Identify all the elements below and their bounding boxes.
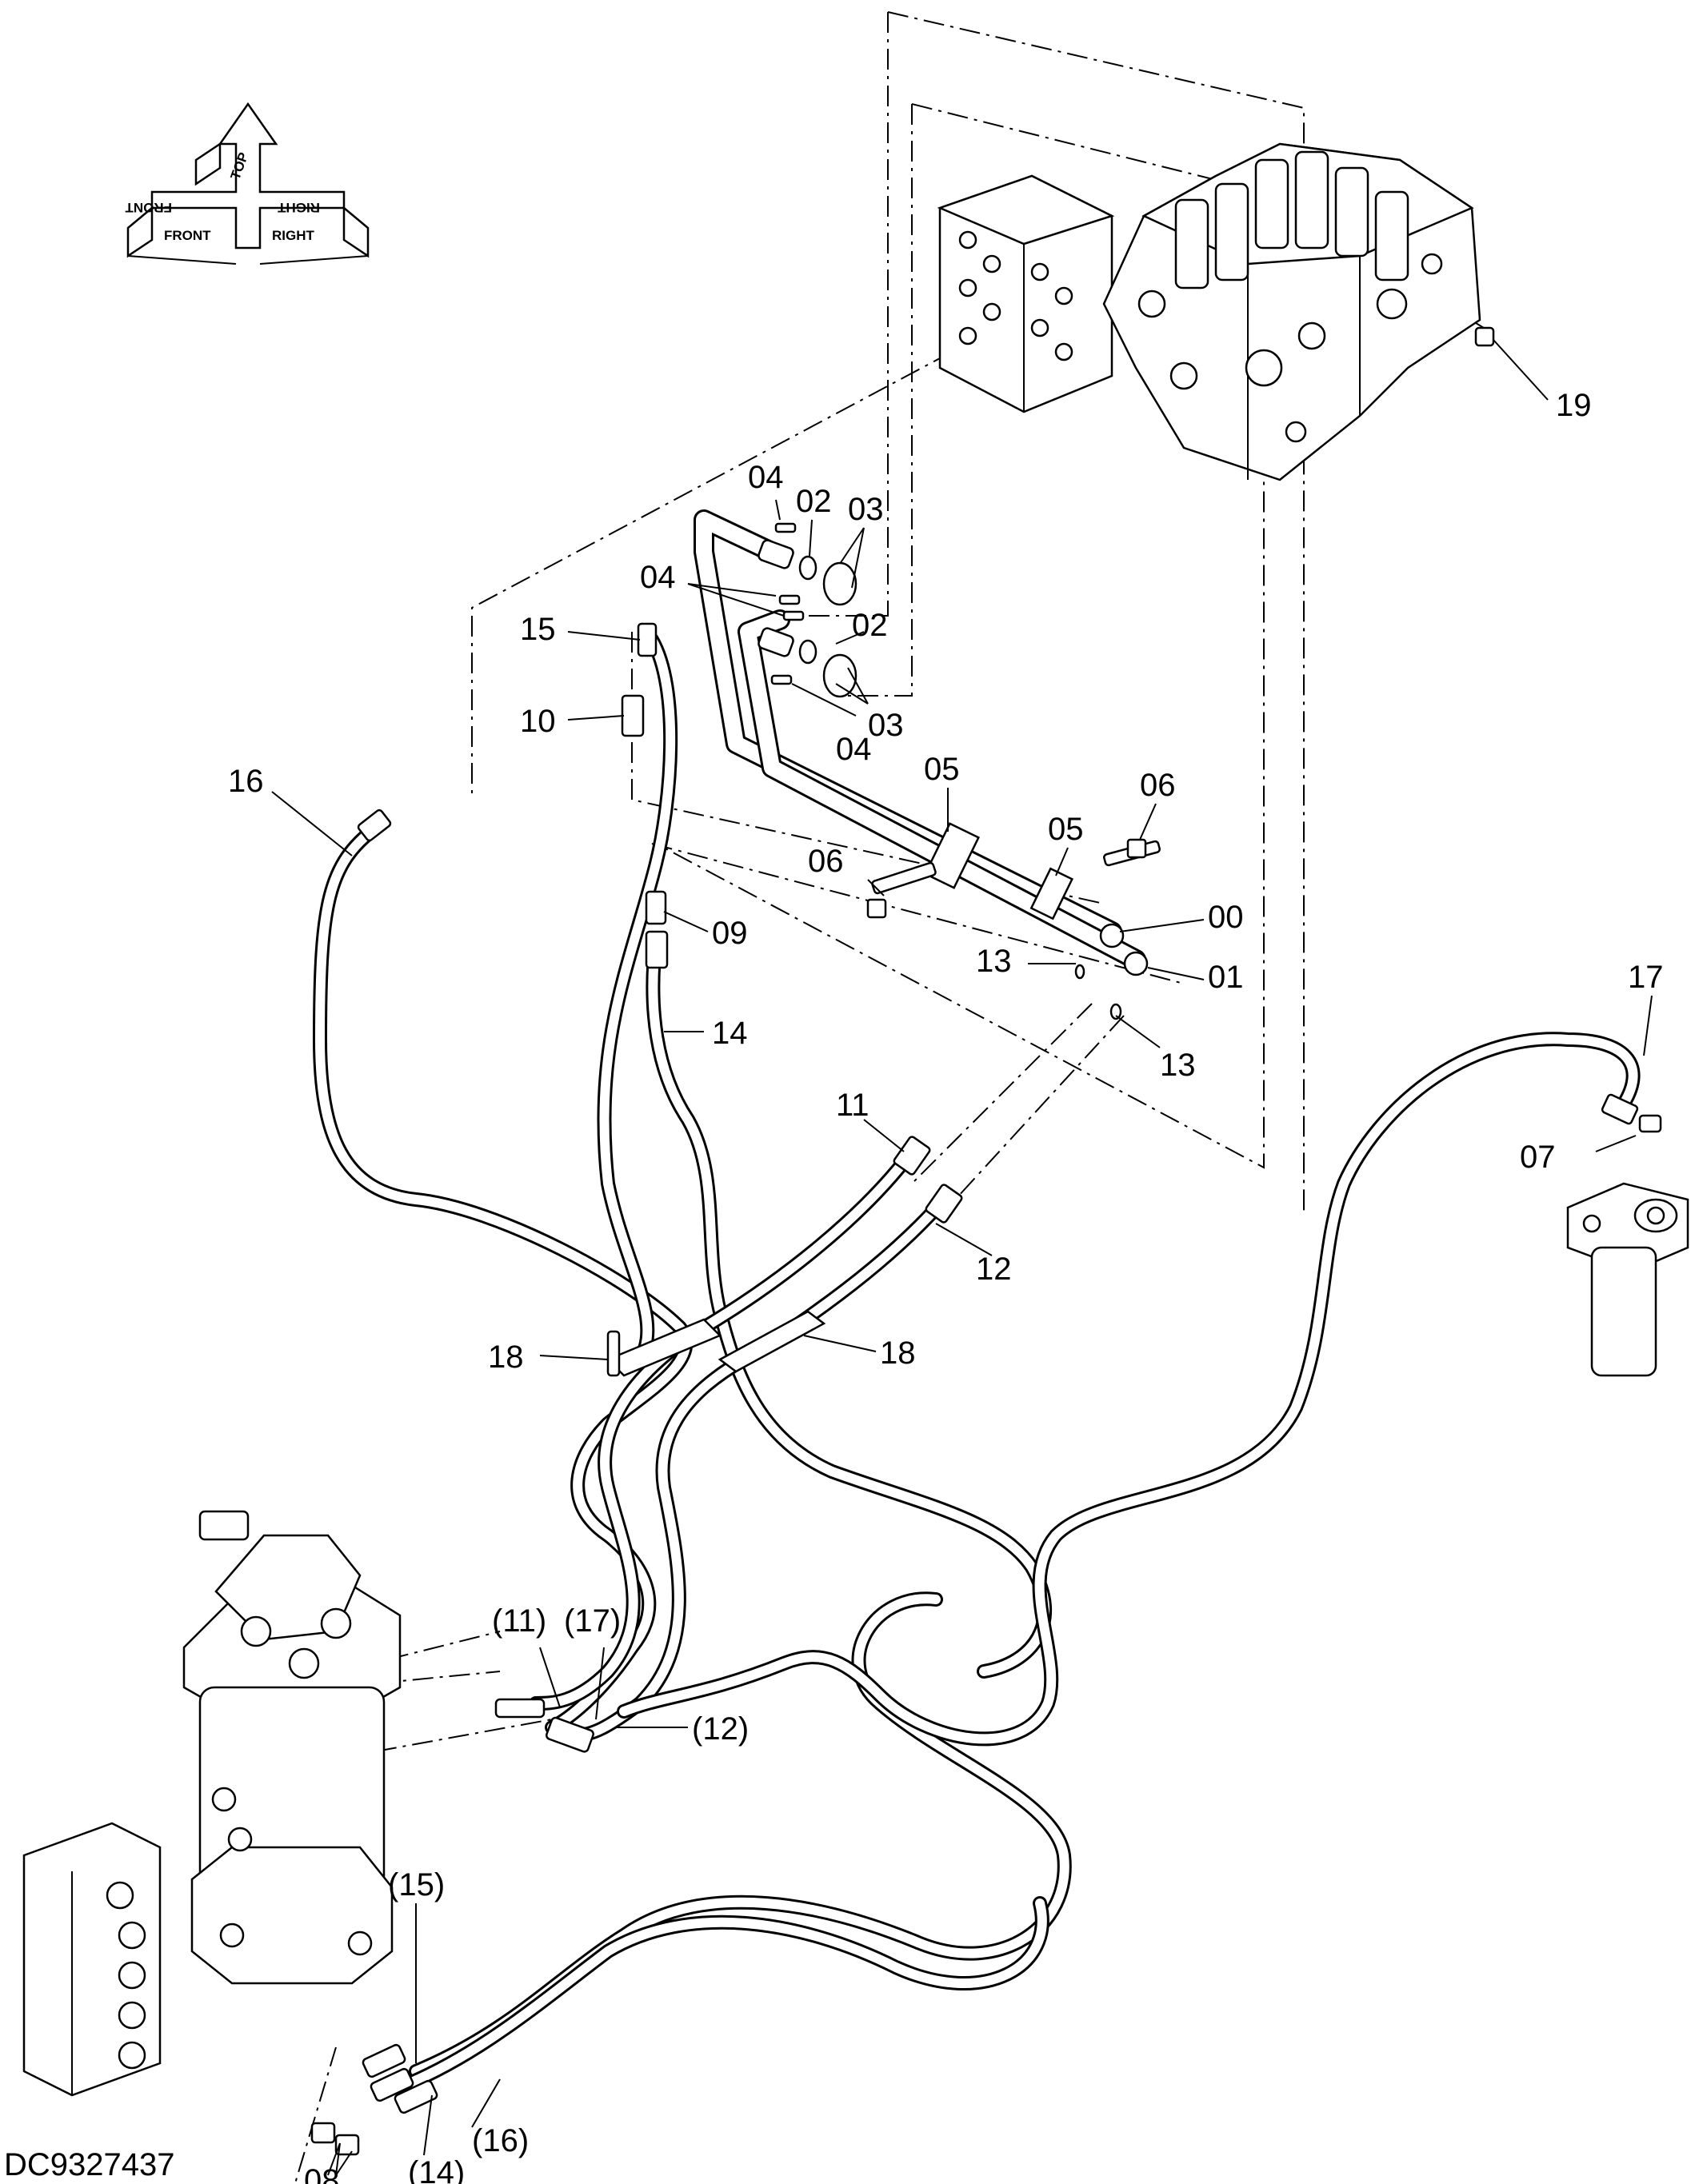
orientation-arrow-icon: FRONT RIGHT TOP FRONT RIGHT (125, 102, 370, 265)
orientation-right-mirrored-label: RIGHT (278, 200, 321, 215)
callout-17-parenthetical: (17) (564, 1603, 621, 1639)
flange-fittings (758, 522, 857, 698)
clamp-brackets-18 (606, 1310, 826, 1377)
pipe-assembly (694, 509, 1149, 976)
callout-02-mid: 02 (852, 608, 888, 643)
orientation-right-label: RIGHT (272, 228, 315, 243)
callout-10: 10 (520, 704, 556, 739)
swivel-joint (182, 1510, 402, 1985)
callout-00: 00 (1208, 900, 1244, 935)
pipe-clamp-2 (1029, 867, 1073, 920)
hose-14 (393, 930, 1053, 2094)
callout-04-mid: 04 (640, 560, 676, 595)
leader-lines (271, 499, 1653, 2176)
callout-18-right: 18 (880, 1336, 916, 1371)
callout-05-right: 05 (1048, 812, 1084, 847)
callout-09: 09 (712, 916, 748, 951)
valve-spools (1174, 150, 1409, 289)
valve-ports (958, 230, 1443, 443)
callout-12: 12 (976, 1252, 1012, 1287)
control-valve-assembly (937, 142, 1481, 481)
hose-11 (529, 1136, 931, 1711)
callout-15-parenthetical: (15) (388, 1867, 445, 1903)
orientation-front-label: FRONT (164, 228, 211, 243)
callout-16: 16 (228, 764, 264, 799)
hose-end-fittings (310, 1698, 594, 2156)
orientation-front-mirrored-label: FRONT (125, 200, 172, 215)
callout-04-top: 04 (748, 460, 784, 495)
callout-04-bottom: 04 (836, 732, 872, 767)
callout-15: 15 (520, 612, 556, 647)
line-filter (1566, 1182, 1689, 1377)
callout-16-parenthetical: (16) (472, 2123, 529, 2158)
solenoid-valve-block (22, 1822, 162, 2097)
callout-13-left: 13 (976, 944, 1012, 979)
hose-17 (617, 1032, 1662, 1747)
fittings-09-10 (621, 694, 667, 925)
callout-18-left: 18 (488, 1340, 524, 1375)
bolts-06 (866, 838, 1161, 919)
reference-lines (294, 11, 1485, 2184)
callout-07: 07 (1520, 1140, 1556, 1175)
callout-17: 17 (1628, 960, 1664, 995)
callout-06-left: 06 (808, 844, 844, 879)
callout-05-left: 05 (924, 752, 960, 787)
callout-03-top: 03 (848, 492, 884, 527)
callout-11-parenthetical: (11) (492, 1603, 546, 1639)
callout-labels: 04 02 03 04 02 03 04 05 05 06 06 00 01 1… (4, 460, 1664, 2184)
callout-14-parenthetical: (14) (408, 2155, 465, 2184)
callout-01: 01 (1208, 960, 1244, 995)
o-rings-13 (1074, 964, 1122, 1020)
callout-11: 11 (836, 1088, 869, 1123)
callout-02-top: 02 (796, 484, 832, 519)
callout-14: 14 (712, 1016, 748, 1051)
callout-13-right: 13 (1160, 1048, 1196, 1083)
callout-19: 19 (1556, 388, 1592, 423)
callout-03-bottom: 03 (868, 708, 904, 743)
plug-19: 19 (1474, 326, 1592, 423)
callout-06-right: 06 (1140, 768, 1176, 803)
callout-08: 08 (304, 2163, 340, 2184)
callout-12-parenthetical: (12) (692, 1711, 749, 1747)
pipe-clamp (924, 822, 980, 889)
document-id: DC9327437 (4, 2147, 175, 2182)
